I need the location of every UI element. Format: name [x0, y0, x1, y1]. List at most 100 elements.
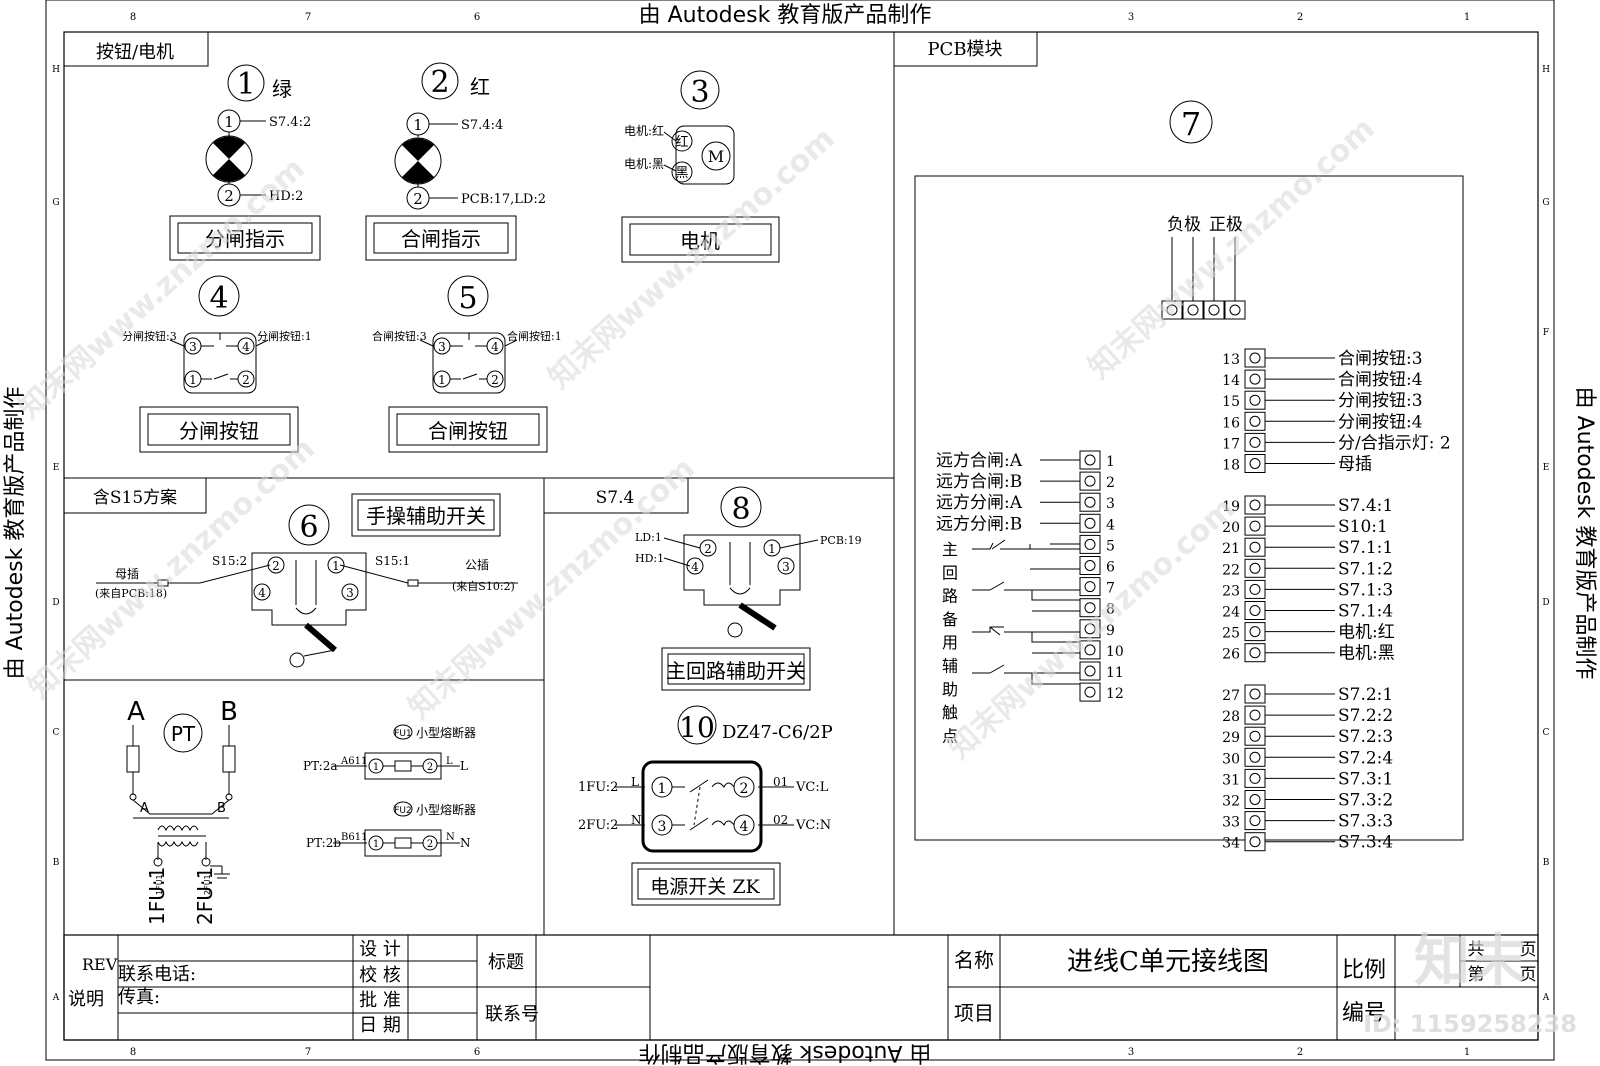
indicator-color: 红 — [470, 75, 490, 99]
drawing-name: 进线C单元接线图 — [1067, 947, 1269, 977]
pin-number: 3 — [1106, 496, 1115, 512]
section-s15-plan: 含S15方案 — [93, 488, 177, 508]
pin-label: VC:N — [795, 818, 831, 833]
component-label: 电源开关 ZK — [650, 876, 760, 898]
terminal-label: 合闸按钮:3 — [1338, 349, 1423, 369]
svg-text:2: 2 — [272, 559, 280, 573]
terminal-label: S7.1:4 — [1338, 602, 1393, 622]
row-marker: G — [52, 198, 59, 208]
terminal-block — [1244, 348, 1266, 368]
terminal-block — [1244, 495, 1266, 515]
row-marker: C — [53, 728, 60, 738]
terminal-block — [1244, 768, 1266, 788]
nth-label: 第 — [1468, 965, 1485, 985]
manual-aux-switch: 6 手操辅助开关 S15:2 S15:1 母插 (来自PCB:18) 公插 (来… — [95, 493, 518, 668]
terminal-block — [1244, 832, 1266, 852]
col-marker: 7 — [305, 12, 311, 23]
fuse-ref: 2FU:1 — [193, 867, 217, 925]
component-number: 7 — [1181, 105, 1201, 143]
terminal-label: S10:1 — [1338, 517, 1388, 537]
note-label: 说明 — [68, 989, 104, 1010]
title-block — [63, 934, 1539, 1041]
fuse-source: PT:2b — [306, 836, 341, 850]
pt-icon: PT — [171, 722, 196, 746]
terminal-label: L — [631, 775, 639, 789]
terminal-label: S7.4:1 — [1338, 496, 1393, 516]
svg-text:4: 4 — [242, 340, 250, 354]
motor-terminal: 红 — [675, 134, 688, 150]
row-marker: E — [1543, 463, 1550, 473]
terminal-label: S7.1:2 — [1338, 559, 1393, 579]
component-label: 合闸指示 — [401, 227, 481, 251]
terminal-block — [1244, 811, 1266, 831]
terminal-label: S7.1:3 — [1338, 580, 1393, 600]
row-markers: H G E D C B A H G F E D C B A — [52, 65, 1550, 1003]
fuse-source: PT:2a — [303, 759, 337, 773]
pin-label: S15:2 — [212, 554, 247, 568]
svg-text:4: 4 — [491, 340, 499, 354]
fuse-tag: FU1 — [394, 729, 412, 739]
pin-number: 19 — [1222, 499, 1240, 515]
svg-text:2: 2 — [224, 187, 234, 205]
terminal-block — [1079, 556, 1101, 575]
phone-label: 联系电话: — [118, 964, 196, 985]
svg-text:2: 2 — [740, 781, 749, 797]
open-button: 4 分闸按钮:3 分闸按钮:1 3 4 1 2 分闸按钮 — [122, 275, 312, 453]
motor: 3 电机:红 电机:黑 红 黑 M 电机 — [621, 70, 780, 263]
pin-label: 分闸按钮:3 — [122, 329, 177, 343]
col-marker: 2 — [1297, 1047, 1303, 1058]
pin-label: 合闸按钮:1 — [507, 329, 562, 343]
approve-label: 批 准 — [359, 990, 401, 1011]
pin-number: 14 — [1222, 373, 1240, 389]
pin-number: 8 — [1106, 602, 1115, 618]
title-block-text: REV 说明 联系电话: 传真: 设 计 校 核 批 准 日 期 标题 联系号 … — [68, 939, 1537, 1036]
svg-text:3: 3 — [782, 560, 790, 574]
terminal-block — [1244, 622, 1266, 642]
terminal-block — [1244, 390, 1266, 410]
component-label: 电机 — [680, 229, 720, 253]
pin-number: 2 — [1106, 475, 1115, 491]
pin-label: PCB:17,LD:2 — [461, 192, 546, 207]
phase-label: B — [220, 697, 238, 727]
terminal-label: N — [631, 813, 642, 827]
code-label: 编号 — [1342, 1001, 1386, 1026]
row-marker: A — [52, 993, 60, 1003]
pin-label: HD:1 — [635, 552, 664, 565]
terminal-block — [1182, 300, 1204, 320]
svg-text:3: 3 — [658, 819, 667, 835]
pin-number: 21 — [1222, 541, 1240, 557]
svg-text:1: 1 — [189, 373, 197, 387]
terminal-label: 02 — [773, 813, 788, 827]
fuse-2: FU2 小型熔断器 PT:2b B611 1 2 N N — [306, 801, 476, 857]
terminal-block — [1079, 682, 1101, 702]
pin-label: S15:1 — [375, 554, 410, 568]
terminal-block — [1079, 492, 1101, 512]
vertical-label-char: 点 — [942, 726, 958, 745]
svg-text:3: 3 — [189, 340, 197, 354]
pin-number: 18 — [1222, 458, 1240, 474]
terminal-negative: 负极 — [1167, 215, 1201, 235]
terminal-block — [1244, 411, 1266, 431]
terminal-label: S7.3:4 — [1338, 833, 1393, 853]
terminal-block — [1079, 640, 1101, 660]
connector-source: (来自S10:2) — [452, 580, 515, 593]
breaker-model: DZ47-C6/2P — [722, 722, 833, 743]
row-marker: D — [1542, 598, 1549, 608]
svg-text:1: 1 — [438, 373, 446, 387]
terminal-label: 远方合闸:A — [936, 451, 1023, 471]
component-label: 手操辅助开关 — [366, 504, 486, 528]
pin-label: 1FU:2 — [578, 780, 618, 795]
svg-text:1: 1 — [373, 839, 379, 850]
pin-number: 25 — [1222, 626, 1240, 642]
terminal-label: 母插 — [1338, 455, 1372, 475]
pin-label: 2FU:2 — [578, 818, 618, 833]
pin-number: 4 — [1106, 517, 1115, 533]
terminal-label: 远方分闸:A — [936, 493, 1023, 513]
watermark-text: 知末网www.znzmo.com — [12, 151, 312, 426]
pin-label: S7.4:2 — [269, 115, 311, 130]
pin-label: LD:1 — [635, 531, 662, 544]
pin-number: 10 — [1106, 644, 1124, 660]
terminal-label: 远方分闸:B — [936, 514, 1022, 534]
design-label: 设 计 — [359, 939, 401, 960]
component-number: 8 — [731, 492, 750, 527]
